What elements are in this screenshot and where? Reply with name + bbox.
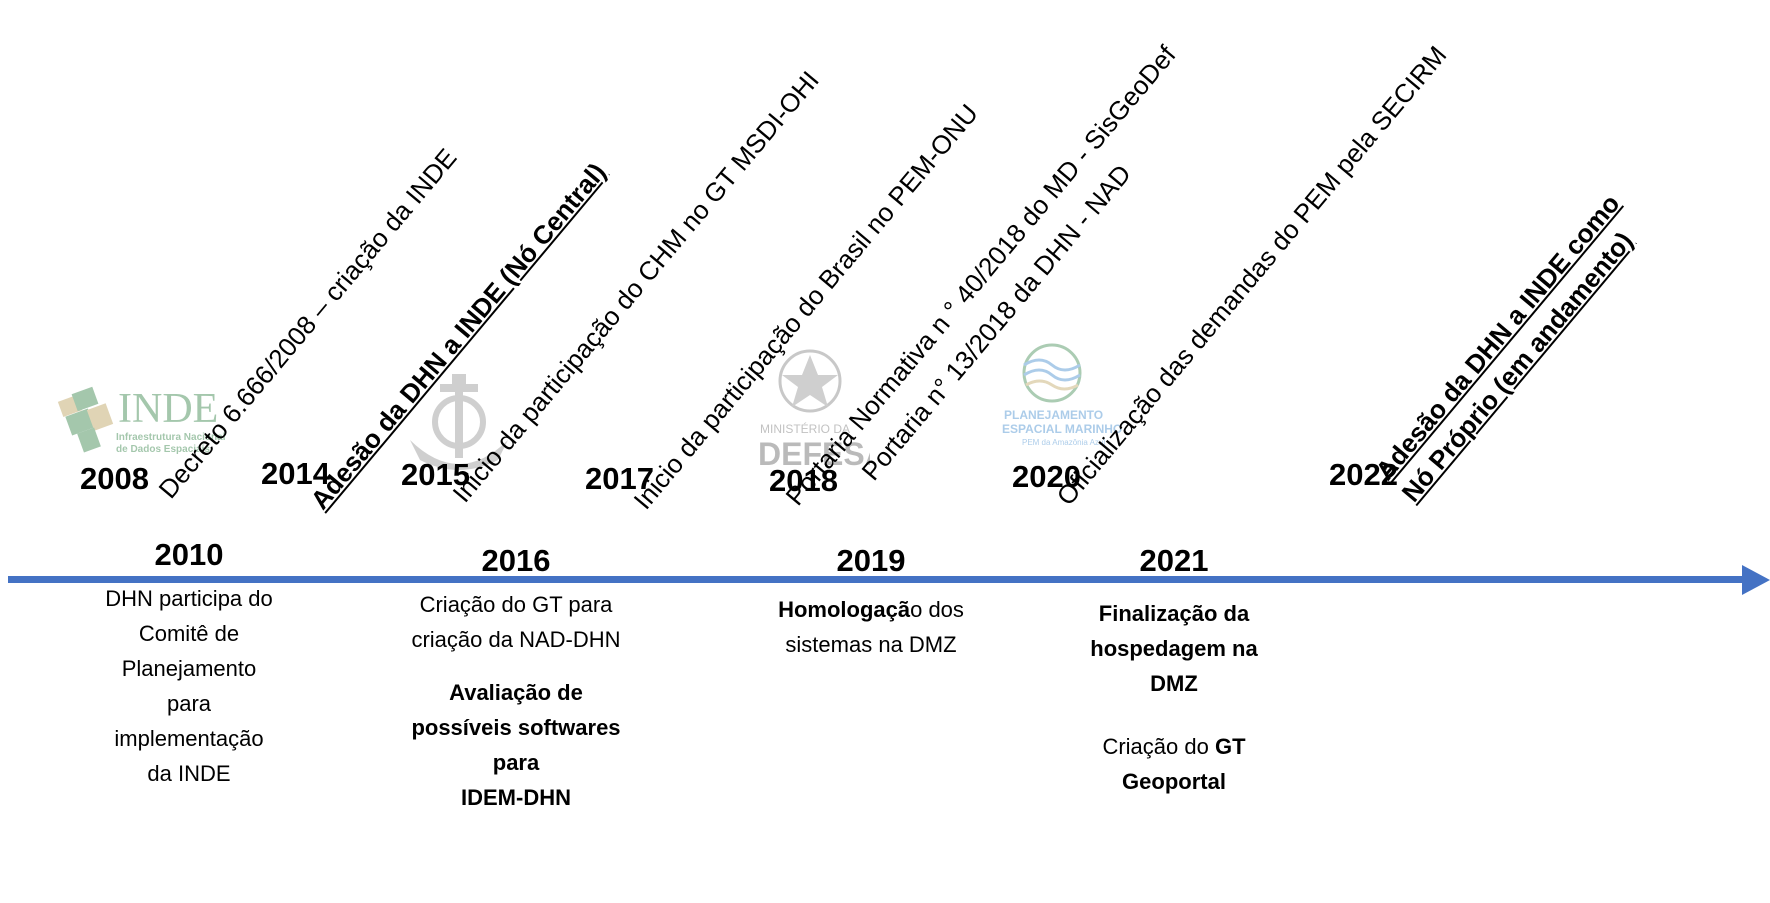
desc-2016-line: criação da NAD-DHN bbox=[411, 627, 621, 652]
year-2018: 2018 bbox=[769, 463, 838, 498]
desc-2019-bold: Homologaçã bbox=[778, 597, 911, 622]
desc-2021-bold: GT bbox=[1214, 734, 1246, 759]
desc-2021-line-geoportal: Geoportal bbox=[1122, 769, 1226, 794]
desc-2010-line: implementação bbox=[114, 726, 264, 751]
year-2021: 2021 bbox=[1139, 543, 1209, 578]
desc-2019-rest: o dos bbox=[910, 597, 964, 622]
year-2017: 2017 bbox=[585, 461, 654, 496]
desc-2016-bold-line: IDEM-DHN bbox=[461, 785, 571, 810]
desc-2016-bold-line: possíveis softwares bbox=[411, 715, 621, 740]
desc-2010-line: DHN participa do bbox=[105, 586, 273, 611]
defesa-logo: MINISTÉRIO DA DEFESA bbox=[758, 349, 870, 470]
event-label-2022-line2: Nó Próprio (em andamento) bbox=[1395, 225, 1639, 508]
anchor-logo bbox=[410, 374, 508, 470]
desc-2010: DHN participa do Comitê de Planejamento … bbox=[79, 581, 299, 791]
event-label-2022: Adesão da DHN a INDE como Nó Próprio (em… bbox=[1368, 187, 1653, 509]
desc-2016: Criação do GT para criação da NAD-DHN Av… bbox=[391, 587, 641, 815]
desc-2021-bold-line: DMZ bbox=[1150, 671, 1198, 696]
defesa-logo-line2: DEFESA bbox=[758, 436, 870, 470]
desc-2016-bold-line: Avaliação de bbox=[449, 680, 583, 705]
desc-2016-line: Criação do GT para bbox=[419, 592, 613, 617]
desc-2010-line: Comitê de bbox=[138, 621, 240, 646]
desc-2021-plain: Criação do bbox=[1102, 734, 1215, 759]
desc-2019: Homologação dos sistemas na DMZ bbox=[761, 592, 981, 662]
year-2014: 2014 bbox=[261, 456, 330, 491]
desc-2021-bold-line: hospedagem na bbox=[1090, 636, 1258, 661]
pem-logo-line2: ESPACIAL MARINHO bbox=[1002, 422, 1122, 436]
timeline-arrowhead bbox=[1742, 565, 1770, 595]
pem-logo-line3: PEM da Amazônia Azul bbox=[1022, 438, 1105, 447]
inde-logo-line1: Infraestrutura Nacional bbox=[116, 432, 226, 443]
desc-2010-line: da INDE bbox=[147, 761, 231, 786]
inde-logo-name: INDE bbox=[118, 386, 218, 432]
year-2015: 2015 bbox=[401, 457, 470, 492]
desc-2019-line2: sistemas na DMZ bbox=[785, 632, 957, 657]
inde-map-icon bbox=[57, 386, 114, 453]
defesa-logo-line1: MINISTÉRIO DA bbox=[760, 421, 850, 436]
year-2016: 2016 bbox=[481, 543, 551, 578]
desc-2010-line: para bbox=[166, 691, 212, 716]
desc-2016-bold-line: para bbox=[492, 750, 540, 775]
desc-2010-line: Planejamento bbox=[121, 656, 257, 681]
inde-logo-line2: de Dados Espaciais bbox=[116, 444, 210, 455]
year-2010: 2010 bbox=[154, 537, 224, 572]
pem-logo: PLANEJAMENTO ESPACIAL MARINHO PEM da Ama… bbox=[1002, 343, 1122, 447]
desc-2021-bold-line: Finalização da bbox=[1098, 601, 1250, 626]
year-2019: 2019 bbox=[836, 543, 906, 578]
event-label-2022-line1: Adesão da DHN a INDE como bbox=[1369, 188, 1626, 486]
year-2008: 2008 bbox=[80, 461, 149, 496]
year-2020: 2020 bbox=[1012, 459, 1081, 494]
desc-2021: Finalização da hospedagem na DMZ Criação… bbox=[1064, 596, 1284, 799]
year-2022: 2022 bbox=[1329, 457, 1398, 492]
pem-logo-line1: PLANEJAMENTO bbox=[1004, 408, 1103, 422]
inde-logo: INDE Infraestrutura Nacional de Dados Es… bbox=[57, 386, 226, 455]
timeline-axis bbox=[8, 576, 1744, 583]
